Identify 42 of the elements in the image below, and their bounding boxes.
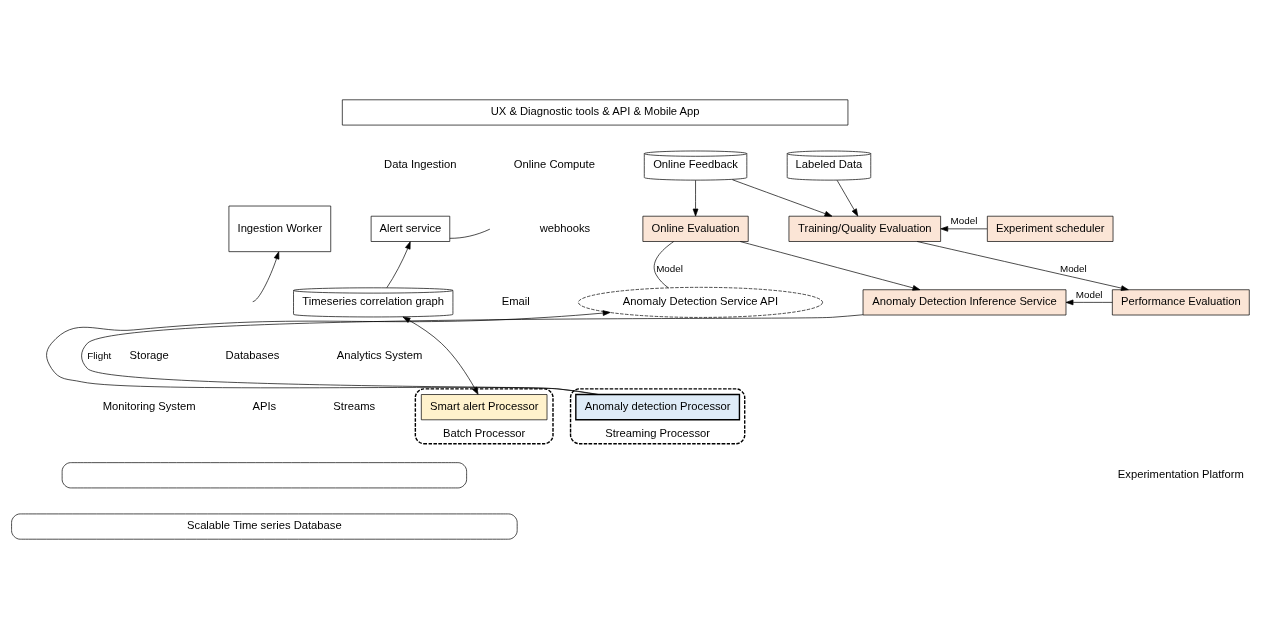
arrow	[916, 241, 1129, 291]
node-box: Scalable Time series Database	[11, 513, 518, 540]
node-box: Smart alert Processor	[420, 394, 548, 421]
arrow	[386, 241, 411, 288]
node-box: Experiment scheduler	[987, 215, 1114, 242]
node-box: Anomaly detection Processor	[575, 393, 741, 421]
arrow	[836, 179, 859, 217]
edge-label: Flight	[87, 349, 112, 361]
label: APIs	[252, 399, 277, 412]
edge-label: Model	[656, 263, 683, 275]
arrow	[252, 251, 280, 302]
arrow	[402, 316, 479, 395]
arrow	[692, 179, 699, 217]
arrow	[46, 310, 611, 395]
label: Experimentation Platform	[1117, 467, 1244, 480]
node-box: Anomaly Detection Inference Service	[862, 289, 1067, 316]
arrow	[1065, 299, 1113, 306]
connector	[81, 314, 864, 395]
arrow	[732, 179, 833, 217]
node-box: Ingestion Worker	[228, 205, 332, 252]
node-box: Online Evaluation	[642, 215, 749, 242]
label: Data Ingestion	[384, 158, 457, 171]
label: Streams	[333, 399, 376, 412]
arrow	[940, 226, 988, 232]
label: Monitoring System	[102, 399, 196, 412]
connector	[653, 241, 675, 289]
node-box: UX & Diagnostic tools & API & Mobile App	[341, 99, 849, 126]
label: Online Compute	[513, 158, 595, 171]
label: Email	[501, 295, 530, 308]
arrow	[739, 241, 921, 291]
label: webhooks	[539, 221, 591, 234]
connector	[449, 228, 491, 239]
node-box	[61, 462, 467, 489]
edge-label: Model	[1075, 288, 1103, 300]
label: Databases	[225, 348, 280, 361]
node-box: Training/Quality Evaluation	[788, 215, 941, 242]
node-box: Performance Evaluation	[1112, 289, 1250, 316]
label: Storage	[129, 348, 169, 361]
edge-label: Model	[1059, 263, 1087, 275]
edge-label: Model	[950, 215, 978, 227]
label: Analytics System	[336, 348, 423, 361]
node-box: Alert service	[370, 215, 451, 242]
